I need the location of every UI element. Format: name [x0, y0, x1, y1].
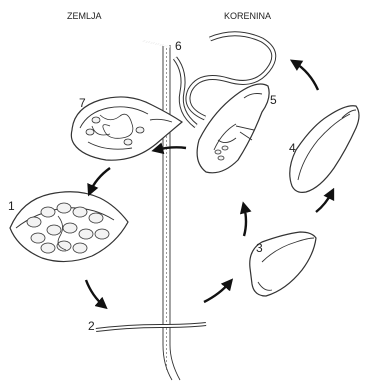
- stage-5-label: 5: [270, 93, 277, 107]
- arrow-1-to-2: [86, 280, 104, 306]
- arrow-3-to-4: [316, 192, 332, 212]
- arrow-5-to-7: [156, 147, 186, 150]
- soil-header: ZEMLJA: [67, 11, 102, 21]
- stage-3-label: 3: [256, 241, 263, 255]
- stage-1-cyst: [10, 192, 128, 262]
- arrow-7-to-1: [90, 168, 110, 192]
- stage-4-female: [290, 106, 359, 193]
- stage-4-label: 4: [289, 141, 296, 155]
- stage-6-label: 6: [175, 39, 182, 53]
- root-header: KORENINA: [224, 11, 271, 21]
- stage-7-label: 7: [79, 96, 86, 110]
- stage-7-cyst: [71, 97, 182, 160]
- stage-1-label: 1: [8, 199, 15, 213]
- stage-2-label: 2: [88, 319, 95, 333]
- root-stem: [163, 45, 180, 380]
- stage-2-juvenile: [96, 324, 206, 330]
- arrow-3-to-5: [244, 206, 246, 236]
- arrow-4-to-5: [294, 62, 318, 90]
- stage-6-male: [143, 41, 170, 47]
- arrow-2-to-3: [204, 282, 230, 302]
- stage-5-female: [197, 84, 269, 173]
